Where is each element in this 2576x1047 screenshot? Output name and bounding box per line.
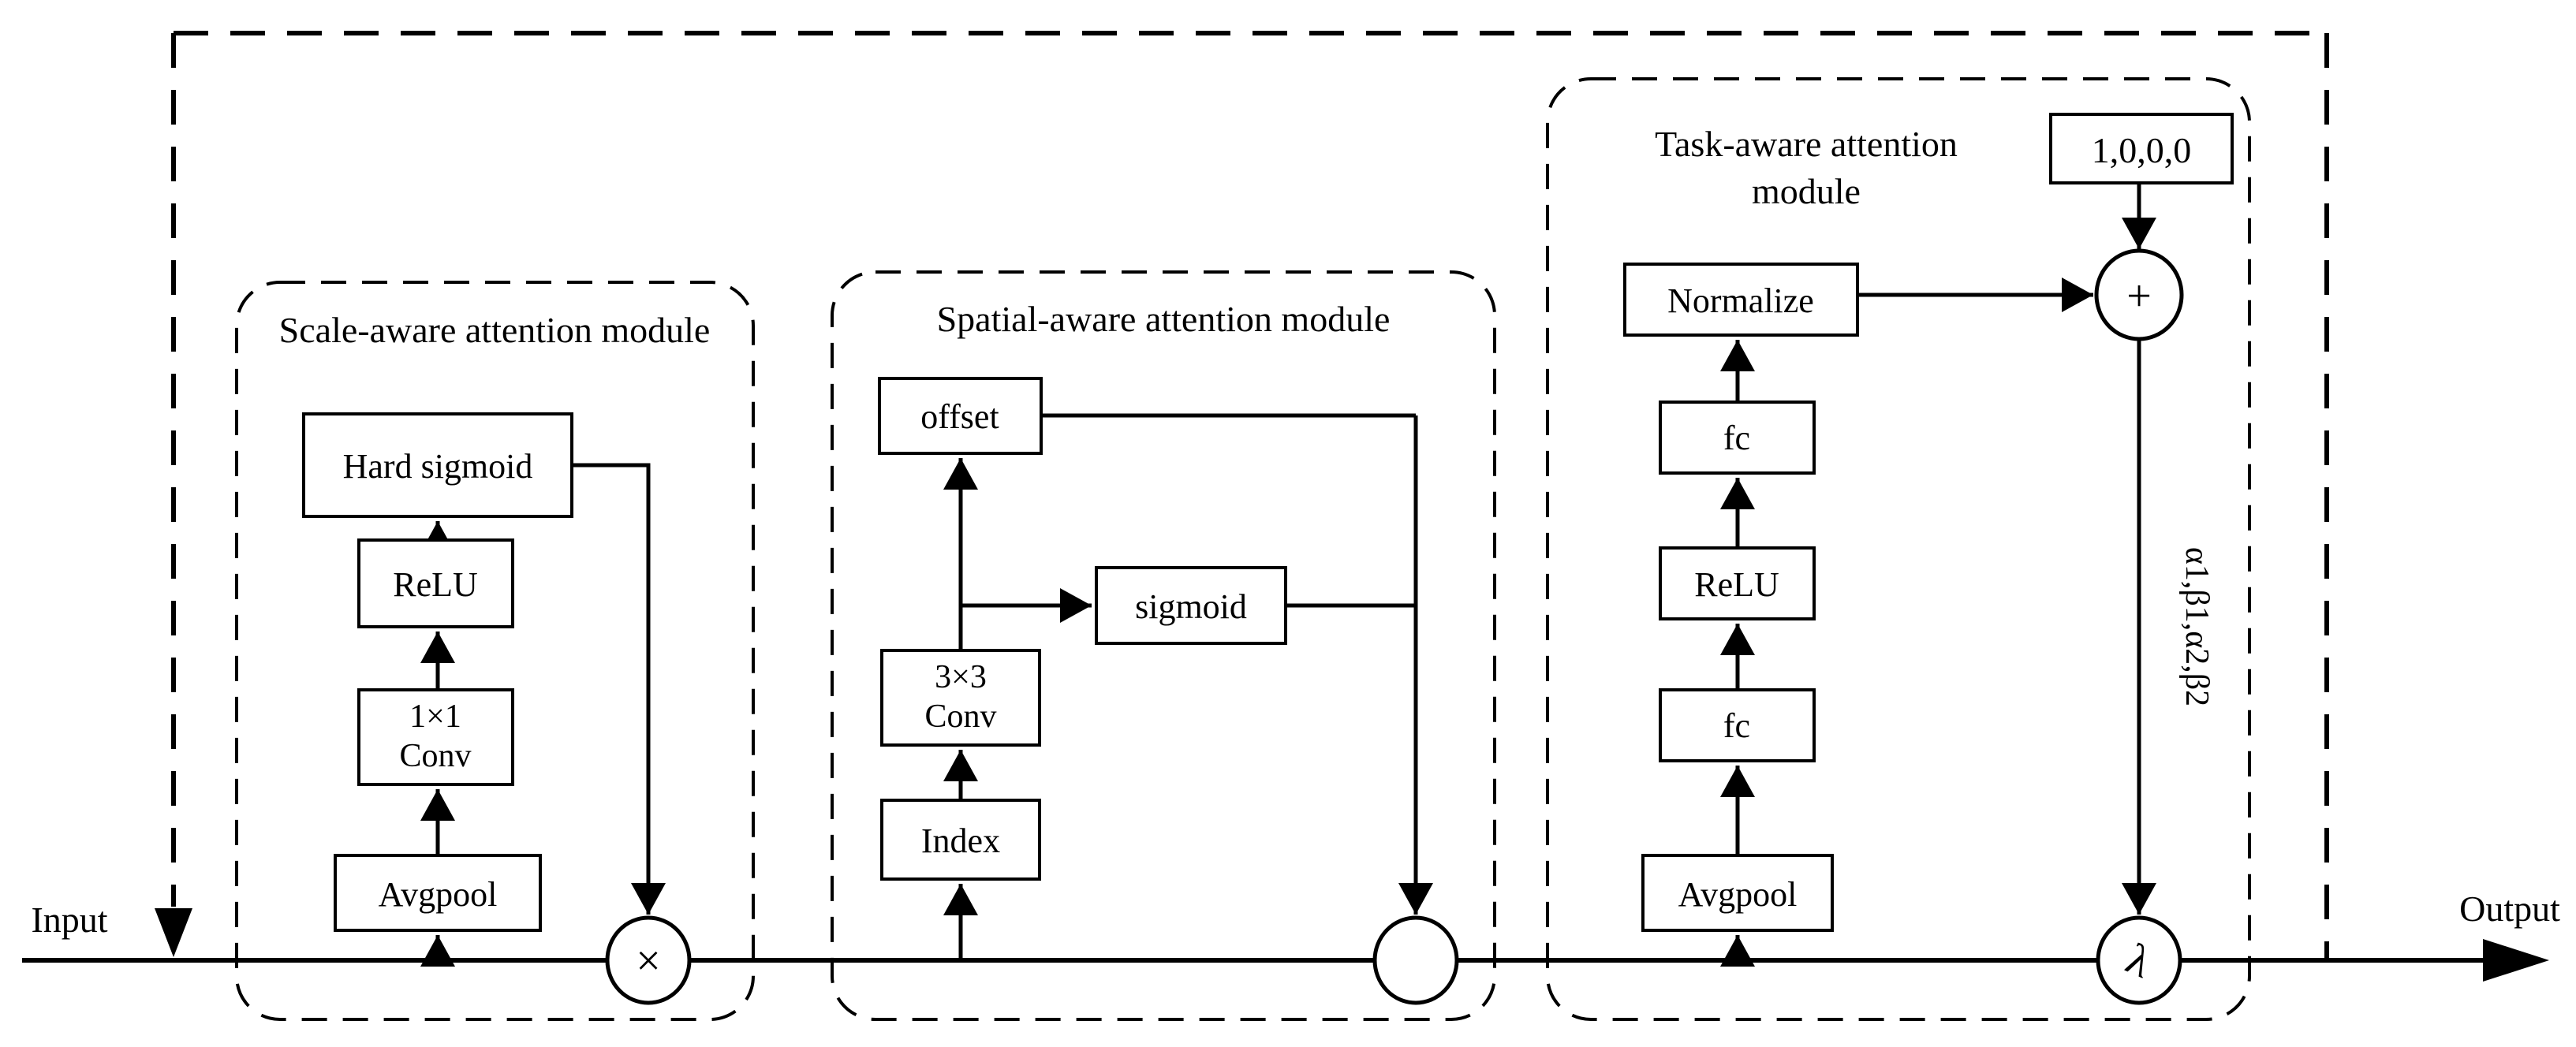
input-label: Input [31,900,107,940]
multiply-operator-glyph: × [636,937,661,986]
spatial-aware-module-title: Spatial-aware attention module [937,299,1391,339]
plus-operator-glyph: + [2126,272,2152,321]
fc-top-box [1659,401,1816,475]
coefficients-annotation: α1,β1,α2,β2 [2178,547,2215,706]
normalize-box [1623,263,1859,337]
spatial-aggregation-circle [1372,915,1459,1005]
constant-vector-box [2049,113,2234,184]
task-aware-module-title-line2: module [1752,171,1861,211]
task-relu-box [1659,546,1816,620]
scale-avgpool-label: Avgpool [379,875,498,914]
constant-vector-label: 1,0,0,0 [2092,130,2192,170]
task-aware-module-box [1546,77,2251,1021]
scale-conv-label-top: 1×1 [409,699,461,735]
output-arrowhead [2483,939,2549,982]
offset-label: offset [920,397,999,436]
scale-conv-box [357,688,514,786]
task-relu-label: ReLU [1694,565,1779,604]
plus-operator-circle [2094,248,2184,341]
hard-sigmoid-box [302,412,573,518]
lambda-operator-circle [2096,915,2182,1005]
offset-box [878,377,1043,455]
spatial-conv-label-bottom: Conv [924,699,996,735]
line-hard-sigmoid-to-multiply [572,463,666,915]
spatial-conv-box [880,649,1041,747]
normalize-label: Normalize [1667,281,1814,320]
sigmoid-label: sigmoid [1135,587,1247,626]
task-avgpool-label: Avgpool [1678,875,1798,914]
task-aware-module-title-line1: Task-aware attention [1655,124,1958,164]
index-label: Index [921,822,1000,860]
scale-aware-module-box [235,281,755,1021]
fc-top-label: fc [1723,419,1750,457]
spatial-aware-module-box [831,270,1496,1021]
multiply-operator-circle [605,915,692,1005]
fc-bottom-box [1659,688,1816,762]
fc-bottom-label: fc [1723,706,1750,745]
scale-avgpool-box [334,854,542,932]
sigmoid-box [1095,566,1287,645]
output-label: Output [2459,889,2560,929]
scale-relu-box [357,538,514,628]
scale-relu-label: ReLU [393,565,478,604]
scale-conv-label-bottom: Conv [399,738,471,774]
spatial-conv-label-top: 3×3 [935,659,987,695]
index-box [880,799,1041,881]
scale-aware-module-title: Scale-aware attention module [279,310,711,350]
outer-loop-down-arrowhead [155,908,192,957]
task-avgpool-box [1641,854,1834,932]
hard-sigmoid-label: Hard sigmoid [343,447,533,486]
